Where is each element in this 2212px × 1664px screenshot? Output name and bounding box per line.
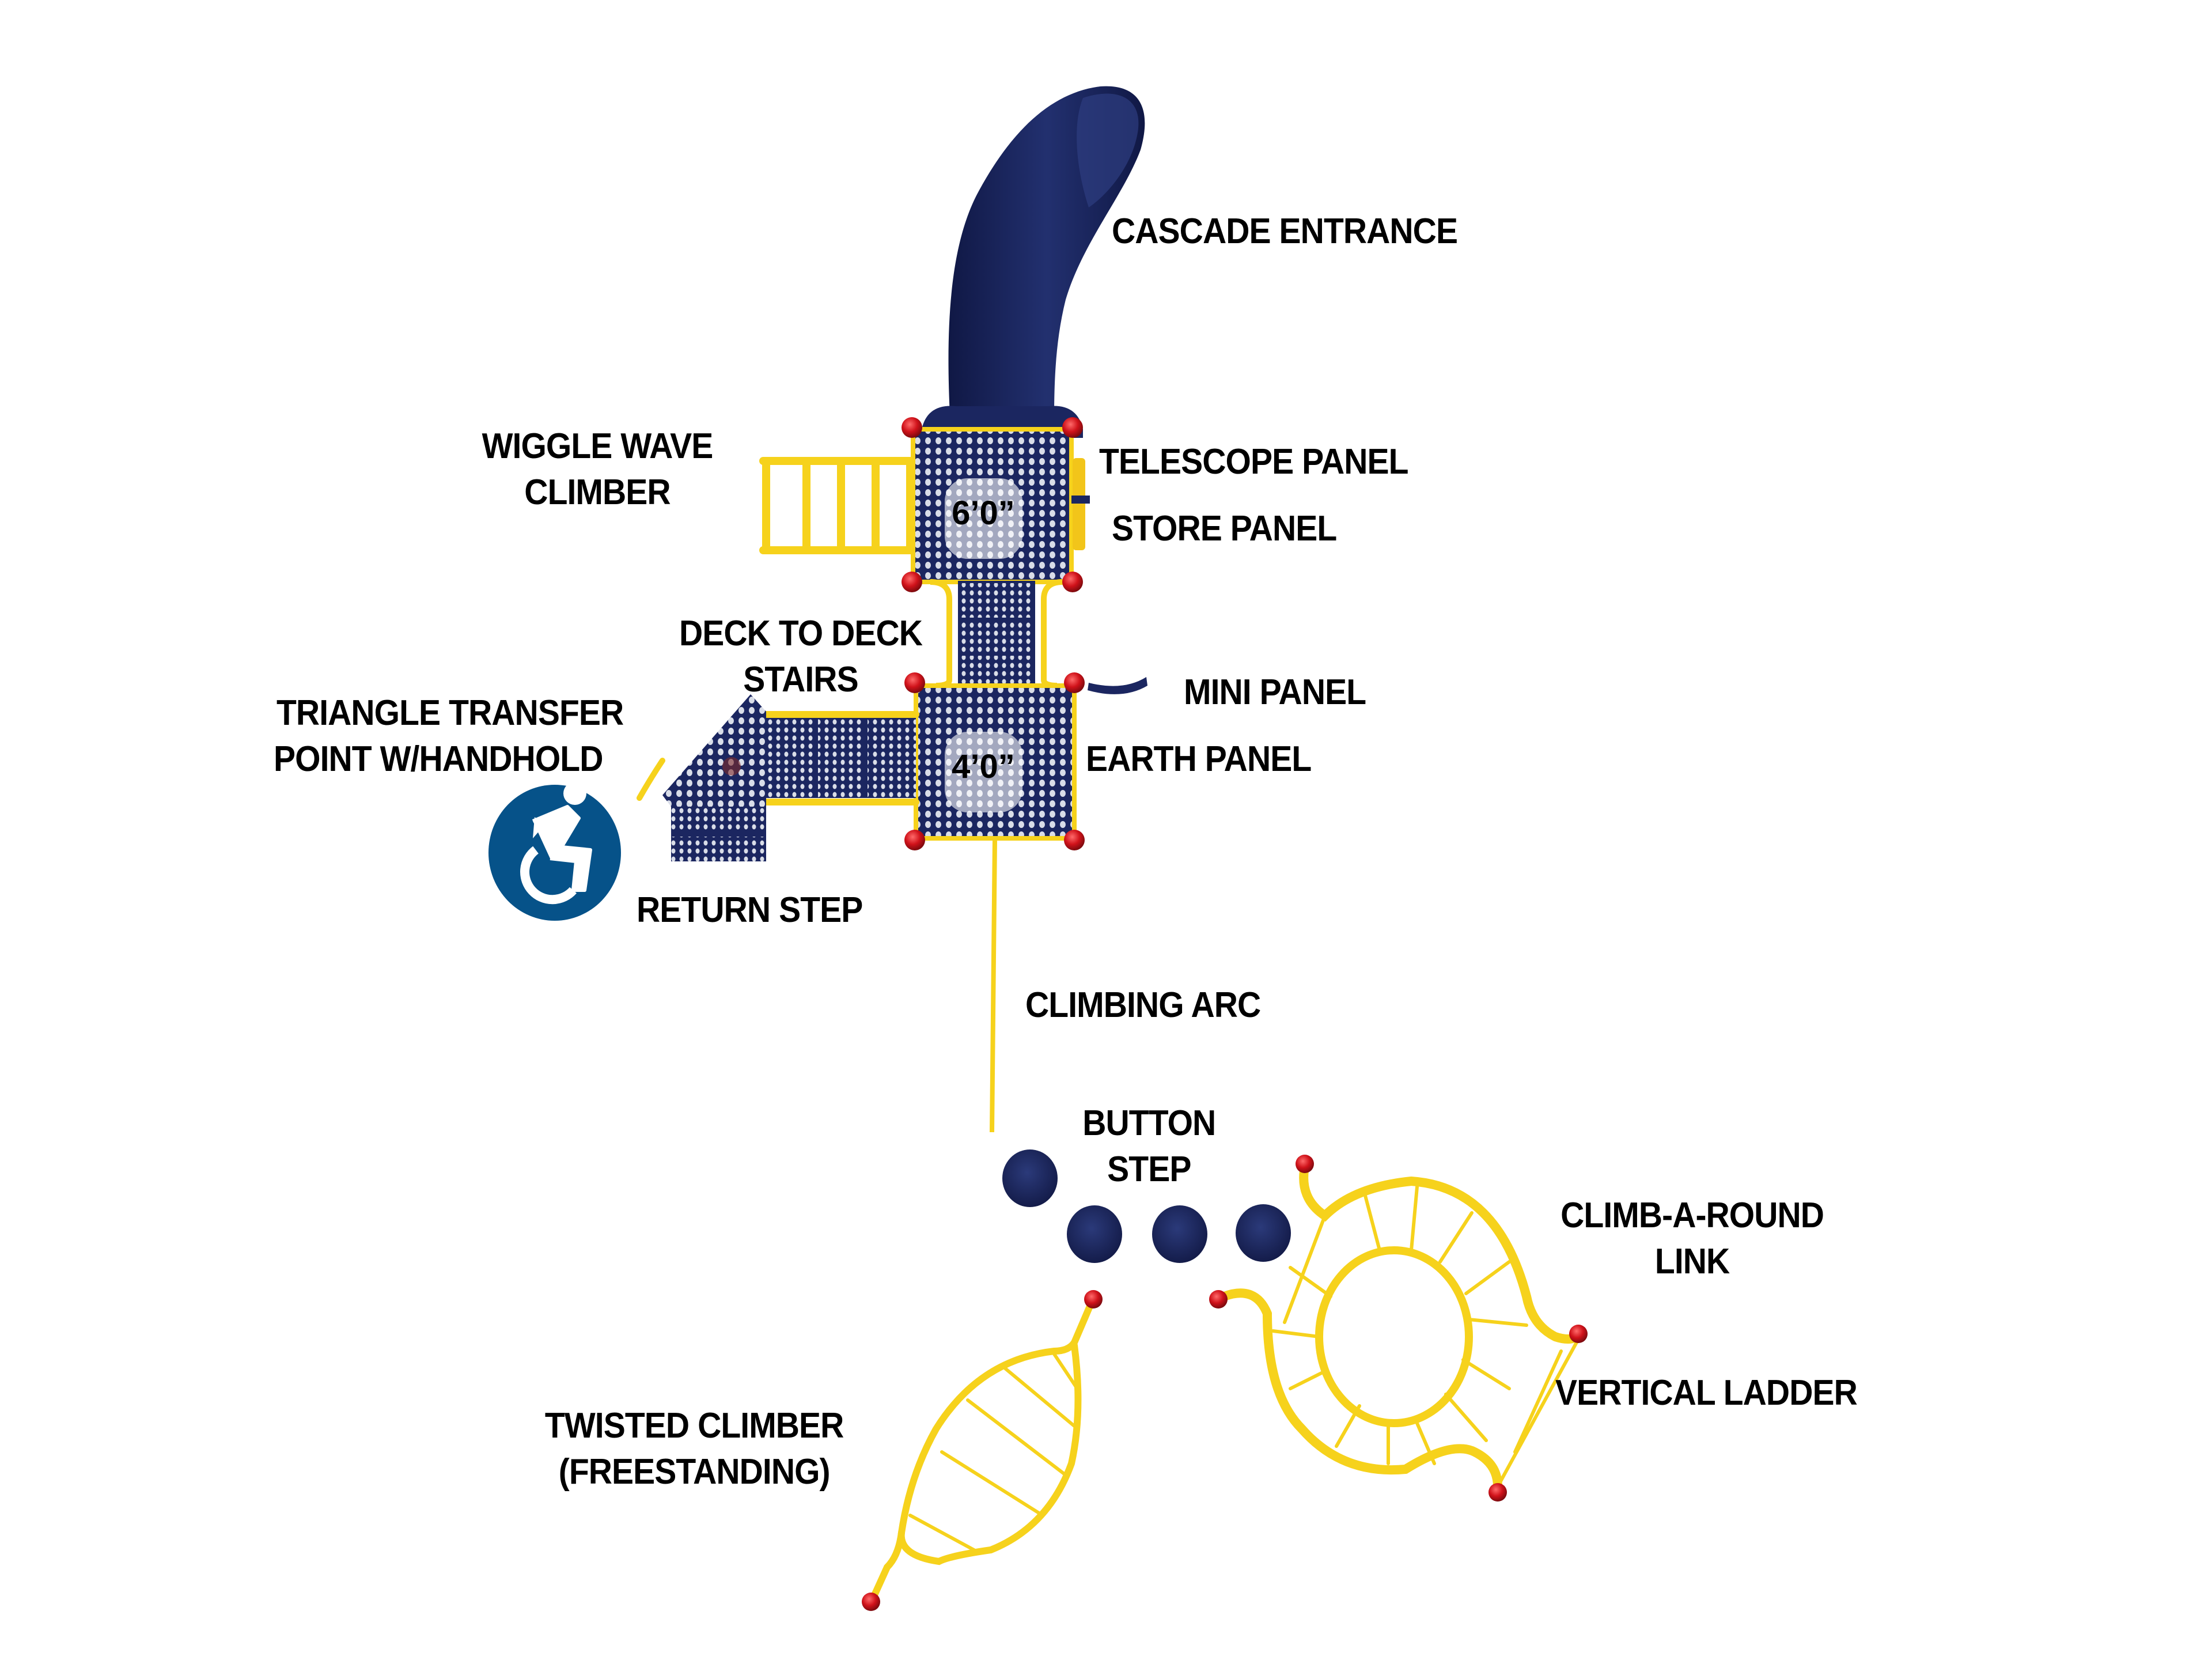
lower-deck: 4’0” [914, 683, 1077, 841]
lower-deck-height: 4’0” [952, 748, 1015, 785]
post [1062, 417, 1083, 438]
button-step [1152, 1205, 1207, 1263]
twisted-climber [862, 1290, 1103, 1611]
label-twisted-climber-line2: (FREESTANDING) [558, 1452, 831, 1492]
label-button-step-line1: BUTTON [1082, 1103, 1216, 1143]
button-step [1236, 1204, 1291, 1262]
post [1064, 672, 1085, 693]
post [902, 417, 922, 438]
button-step [1067, 1205, 1122, 1263]
cascade-entrance-slide [922, 86, 1145, 438]
accessibility-icon [488, 782, 621, 921]
label-store-panel: STORE PANEL [1112, 509, 1337, 549]
return-step [671, 807, 766, 861]
label-triangle-line2: POINT W/HANDHOLD [274, 739, 603, 779]
label-deck-stairs-line1: DECK TO DECK [679, 614, 923, 653]
label-mini-panel: MINI PANEL [1184, 672, 1366, 712]
post [1064, 830, 1085, 850]
label-cascade-entrance: CASCADE ENTRANCE [1112, 211, 1458, 251]
label-climbing-arc: CLIMBING ARC [1025, 985, 1261, 1025]
upper-deck-height: 6’0” [952, 494, 1015, 532]
label-climb-a-round-line2: LINK [1654, 1242, 1730, 1281]
label-twisted-climber-line1: TWISTED CLIMBER [544, 1406, 844, 1446]
triangle-transfer-point [637, 694, 766, 807]
button-steps [1002, 1149, 1291, 1263]
label-vertical-ladder: VERTICAL LADDER [1555, 1373, 1858, 1413]
post [902, 572, 922, 592]
label-triangle-line1: TRIANGLE TRANSFER [276, 693, 624, 733]
label-telescope-panel: TELESCOPE PANEL [1099, 442, 1409, 482]
label-button-step-line2: STEP [1107, 1149, 1191, 1189]
label-wiggle-wave-line1: WIGGLE WAVE [482, 426, 714, 466]
wiggle-wave-climber [759, 457, 917, 554]
telescope-store-panel [1071, 458, 1090, 550]
mini-panel [1088, 677, 1147, 694]
climbing-arc [990, 839, 997, 1133]
post [1062, 572, 1083, 592]
transfer-steps [763, 711, 919, 805]
label-climb-a-round-line1: CLIMB-A-ROUND [1560, 1196, 1824, 1235]
label-deck-stairs-line2: STAIRS [743, 660, 858, 699]
upper-deck: 6’0” [911, 427, 1074, 584]
label-wiggle-wave-line2: CLIMBER [524, 472, 671, 512]
post [904, 672, 925, 693]
label-earth-panel: EARTH PANEL [1086, 739, 1312, 779]
button-step [1002, 1149, 1058, 1207]
corner-posts [902, 417, 1085, 850]
deck-to-deck-stairs [930, 579, 1063, 689]
label-return-step: RETURN STEP [637, 890, 863, 930]
climb-a-round-link [1209, 1155, 1588, 1502]
post [904, 830, 925, 850]
